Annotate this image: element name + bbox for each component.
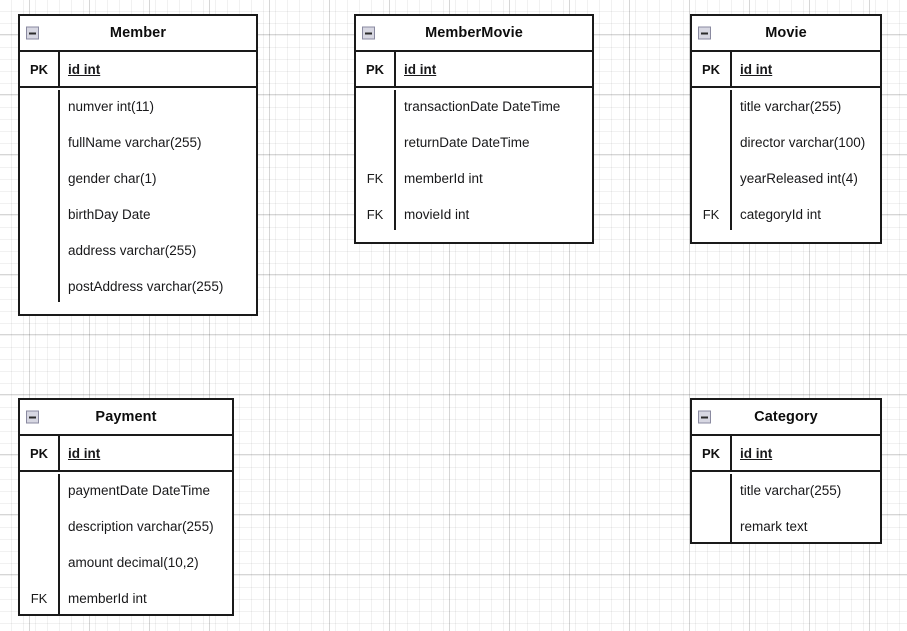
entity-title-member: Member: [109, 25, 167, 41]
key-column-divider-body: [58, 90, 60, 302]
attribute-row[interactable]: title varchar(255): [692, 88, 880, 124]
key-column-divider-body: [730, 90, 732, 230]
fk-marker: FK: [366, 170, 384, 186]
field-label: id int: [404, 61, 437, 77]
entity-body-membermovie: PK id int transactionDate DateTime returnDa…: [356, 52, 592, 232]
attribute-row[interactable]: FK memberId int: [20, 580, 232, 616]
primary-key-row[interactable]: PK id int: [356, 52, 592, 88]
key-column-divider-body: [730, 474, 732, 542]
attribute-row[interactable]: yearReleased int(4): [692, 160, 880, 196]
field-label: memberId int: [404, 170, 483, 186]
field-label: transactionDate DateTime: [404, 98, 561, 114]
field-label: title varchar(255): [740, 482, 842, 498]
attribute-row[interactable]: FK categoryId int: [692, 196, 880, 232]
collapse-minus-icon[interactable]: [698, 410, 711, 424]
field-label: gender char(1): [68, 170, 157, 186]
pk-marker: PK: [701, 445, 721, 461]
collapse-minus-icon[interactable]: [362, 26, 375, 40]
attribute-row[interactable]: transactionDate DateTime: [356, 88, 592, 124]
entity-body-member: PK id int numver int(11) fullName varchar(2…: [20, 52, 256, 304]
pk-marker: PK: [29, 445, 49, 461]
field-label: movieId int: [404, 206, 470, 222]
pk-marker: PK: [701, 61, 721, 77]
field-label: returnDate DateTime: [404, 134, 530, 150]
attribute-row[interactable]: description varchar(255): [20, 508, 232, 544]
field-label: description varchar(255): [68, 518, 214, 534]
attribute-row[interactable]: director varchar(100): [692, 124, 880, 160]
field-label: paymentDate DateTime: [68, 482, 211, 498]
collapse-minus-icon[interactable]: [26, 26, 39, 40]
pk-marker: PK: [365, 61, 385, 77]
attribute-row[interactable]: returnDate DateTime: [356, 124, 592, 160]
field-label: memberId int: [68, 590, 147, 606]
collapse-minus-icon[interactable]: [698, 26, 711, 40]
field-label: title varchar(255): [740, 98, 842, 114]
field-label: fullName varchar(255): [68, 134, 202, 150]
attribute-row[interactable]: fullName varchar(255): [20, 124, 256, 160]
entity-title-movie: Movie: [765, 25, 807, 41]
pk-marker: PK: [29, 61, 49, 77]
attribute-row[interactable]: address varchar(255): [20, 232, 256, 268]
entity-header-member: Member: [20, 16, 256, 52]
field-label: yearReleased int(4): [740, 170, 858, 186]
entity-body-movie: PK id int title varchar(255) director varch…: [692, 52, 880, 232]
entity-title-payment: Payment: [95, 409, 157, 425]
fk-marker: FK: [366, 206, 384, 222]
field-label: id int: [740, 445, 773, 461]
entity-header-membermovie: MemberMovie: [356, 16, 592, 52]
attribute-row[interactable]: gender char(1): [20, 160, 256, 196]
attribute-row[interactable]: title varchar(255): [692, 472, 880, 508]
fk-marker: FK: [30, 590, 48, 606]
field-label: remark text: [740, 518, 808, 534]
key-column-divider-header: [730, 52, 732, 88]
field-label: categoryId int: [740, 206, 822, 222]
field-label: id int: [68, 61, 101, 77]
primary-key-row[interactable]: PK id int: [692, 436, 880, 472]
attribute-row[interactable]: postAddress varchar(255): [20, 268, 256, 304]
entity-header-payment: Payment: [20, 400, 232, 436]
attribute-row[interactable]: birthDay Date: [20, 196, 256, 232]
attribute-row[interactable]: numver int(11): [20, 88, 256, 124]
field-label: id int: [740, 61, 773, 77]
field-label: numver int(11): [68, 98, 155, 114]
field-label: address varchar(255): [68, 242, 197, 258]
field-label: postAddress varchar(255): [68, 278, 224, 294]
key-column-divider-header: [58, 52, 60, 88]
field-label: id int: [68, 445, 101, 461]
field-label: amount decimal(10,2): [68, 554, 199, 570]
attribute-row[interactable]: paymentDate DateTime: [20, 472, 232, 508]
key-column-divider-body: [394, 90, 396, 230]
key-column-divider-header: [58, 436, 60, 472]
field-label: birthDay Date: [68, 206, 151, 222]
attribute-row[interactable]: remark text: [692, 508, 880, 544]
entity-header-movie: Movie: [692, 16, 880, 52]
attribute-row[interactable]: FK movieId int: [356, 196, 592, 232]
primary-key-row[interactable]: PK id int: [20, 52, 256, 88]
entity-header-category: Category: [692, 400, 880, 436]
collapse-minus-icon[interactable]: [26, 410, 39, 424]
entity-title-category: Category: [754, 409, 818, 425]
key-column-divider-header: [394, 52, 396, 88]
key-column-divider-header: [730, 436, 732, 472]
field-label: director varchar(100): [740, 134, 866, 150]
key-column-divider-body: [58, 474, 60, 614]
primary-key-row[interactable]: PK id int: [20, 436, 232, 472]
entity-title-membermovie: MemberMovie: [425, 25, 523, 41]
entity-body-category: PK id int title varchar(255) remark text: [692, 436, 880, 544]
attribute-row[interactable]: FK memberId int: [356, 160, 592, 196]
entity-body-payment: PK id int paymentDate DateTime description …: [20, 436, 232, 616]
primary-key-row[interactable]: PK id int: [692, 52, 880, 88]
fk-marker: FK: [702, 206, 720, 222]
attribute-row[interactable]: amount decimal(10,2): [20, 544, 232, 580]
